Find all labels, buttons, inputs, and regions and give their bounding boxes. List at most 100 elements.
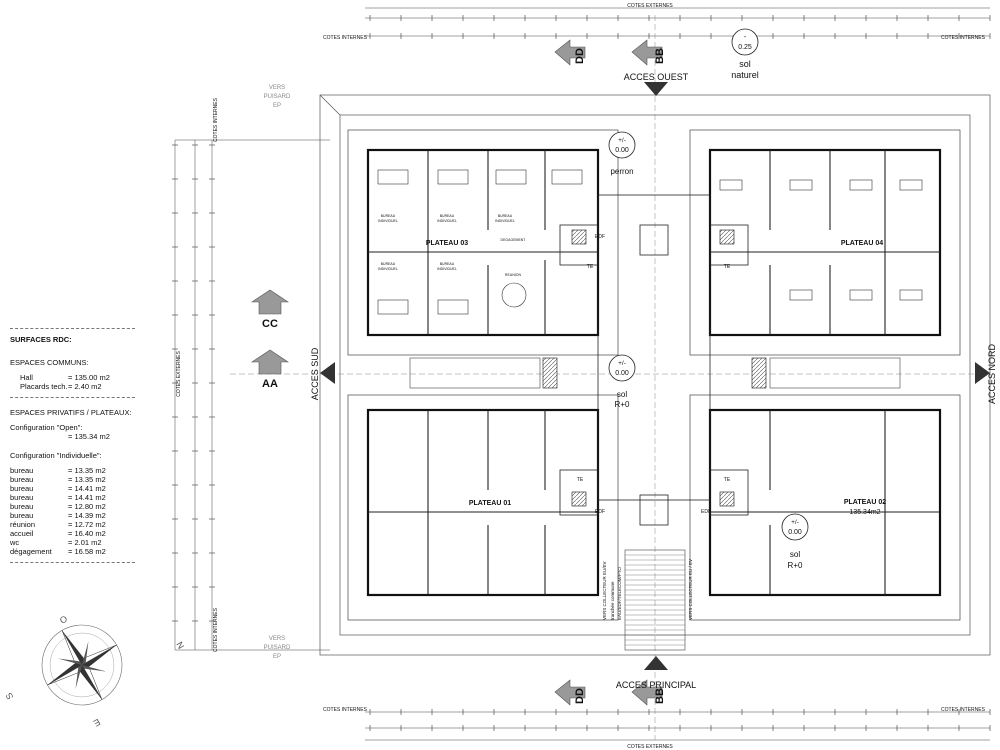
edf-top-left: EDF [595, 234, 605, 240]
left-dimension-lines [174, 139, 330, 651]
hall-r0: R+0 [615, 400, 630, 409]
communs-row: Hall = 135.00 m2 [10, 373, 135, 382]
room-reunion: REUNION [505, 273, 522, 277]
room-bureau-4: BUREAU [381, 262, 396, 266]
indiv-row: accueil = 16.40 m2 [10, 529, 135, 538]
room-individuel-1: INDIVIDUEL [378, 219, 398, 223]
compass-n: N [174, 640, 186, 651]
acces-nord-label: ACCES NORD [987, 344, 997, 405]
p02-pm: +/- [791, 519, 799, 526]
indiv-row: réunion= 12.72 m2 [10, 520, 135, 529]
room-individuel-2: INDIVIDUEL [437, 219, 457, 223]
legend-open-label: Configuration "Open": [10, 423, 83, 432]
section-arrows [251, 39, 663, 706]
legend-communs-title: ESPACES COMMUNS: [10, 358, 89, 367]
legend-open-row: = 135.34 m2 [10, 432, 135, 441]
legend-indiv-label: Configuration "Individuelle": [10, 451, 102, 460]
center-axis [230, 15, 990, 740]
indiv-value: = 2.01 m2 [68, 538, 102, 547]
cotes-internes-bottom-left: COTES INTERNES [323, 707, 368, 713]
communs-row: Placards tech.= 2.40 m2 [10, 382, 135, 391]
cotes-internes-top-right: COTES INTERNES [941, 35, 986, 41]
p02-zero: 0.00 [788, 529, 802, 536]
plateau-02-label: PLATEAU 02 [844, 499, 886, 506]
room-bureau-2: BUREAU [440, 214, 455, 218]
indiv-value: = 16.40 m2 [68, 529, 106, 538]
stair-hatches [542, 229, 767, 507]
indiv-row: bureau= 14.41 m2 [10, 493, 135, 502]
dimension-ticks [172, 15, 991, 731]
indiv-row: bureau = 14.41 m2 [10, 484, 135, 493]
te-p01: TE [577, 477, 584, 483]
indiv-row: bureau = 13.35 m2 [10, 475, 135, 484]
room-bureau-1: BUREAU [381, 214, 396, 218]
indiv-row: wc = 2.01 m2 [10, 538, 135, 547]
legend-open-value: = 135.34 m2 [68, 432, 110, 441]
indiv-value: = 13.35 m2 [68, 475, 106, 484]
ground-minus: - [744, 34, 747, 41]
communs-value: = 2.40 m2 [68, 382, 102, 391]
legend-divider [10, 397, 135, 398]
indiv-label: bureau [10, 475, 34, 484]
marker-bb-bottom: BB [654, 688, 666, 704]
room-individuel-5: INDIVIDUEL [437, 267, 457, 271]
indiv-label: bureau [10, 493, 34, 502]
room-individuel-3: INDIVIDUEL [495, 219, 515, 223]
perron-label: perron [610, 167, 633, 176]
collector-left-2: tranchée commune [610, 581, 615, 620]
ground-value: 0.25 [738, 44, 752, 51]
marker-dd-top: DD [574, 48, 586, 64]
collector-left-1: VERS COLLECTEUR EU/EV [602, 561, 607, 620]
indiv-value: = 16.58 m2 [68, 547, 106, 556]
perron-pm: +/- [618, 137, 626, 144]
marker-aa: AA [262, 378, 278, 390]
level-circles [608, 28, 809, 541]
indiv-label: dégagement [10, 547, 52, 556]
hall-sol: sol [617, 390, 627, 399]
room-degagement: DEGAGEMENT [501, 238, 527, 242]
compass-o: O [58, 614, 69, 626]
puisard-top-2: PUISARD [264, 94, 291, 100]
terraces [347, 129, 961, 621]
acces-principal-label: ACCES PRINCIPAL [616, 680, 696, 690]
marker-cc: CC [262, 318, 278, 330]
indiv-label: accueil [10, 529, 34, 538]
hall-zero: 0.00 [615, 370, 629, 377]
puisard-top-3: EP [273, 103, 281, 109]
edf-bottom-right: EDF [701, 509, 711, 515]
ramp-lines [625, 554, 685, 646]
indiv-label: wc [10, 538, 20, 547]
access-arrows [320, 82, 990, 670]
communs-label: Hall [20, 373, 33, 382]
cotes-internes-left-top: COTES INTERNES [213, 97, 219, 142]
room-bureau-3: BUREAU [498, 214, 513, 218]
te-p04: TE [724, 264, 731, 270]
ground-label: sol [739, 59, 751, 69]
p02-sol: sol [790, 550, 800, 559]
marker-bb-top: BB [654, 48, 666, 64]
te-p02: TE [724, 477, 731, 483]
cotes-internes-bottom-right: COTES INTERNES [941, 707, 986, 713]
puisard-top-1: VERS [269, 85, 285, 91]
legend-divider-bottom [10, 562, 135, 563]
indiv-label: bureau [10, 484, 34, 493]
surfaces-legend: SURFACES RDC: ESPACES COMMUNS: Hall = 135… [10, 328, 135, 563]
indiv-value: = 14.41 m2 [68, 484, 106, 493]
communs-value: = 135.00 m2 [68, 373, 110, 382]
compass-e: E [92, 717, 102, 729]
compass-s: S [4, 691, 16, 701]
collector-right: VERS COLLECTEUR EU / EV [688, 559, 693, 620]
cotes-externes-bottom: COTES EXTERNES [627, 744, 673, 750]
indiv-row: dégagement = 16.58 m2 [10, 547, 135, 556]
puisard-bottom-2: PUISARD [264, 645, 291, 651]
perron-zero: 0.00 [615, 147, 629, 154]
puisard-bottom-3: EP [273, 654, 281, 660]
indiv-label: bureau [10, 502, 34, 511]
legend-title: SURFACES RDC: [10, 328, 135, 344]
cotes-internes-left-bottom: COTES INTERNES [213, 607, 219, 652]
cotes-externes-left: COTES EXTERNES [176, 351, 182, 397]
office-furniture [377, 169, 923, 315]
